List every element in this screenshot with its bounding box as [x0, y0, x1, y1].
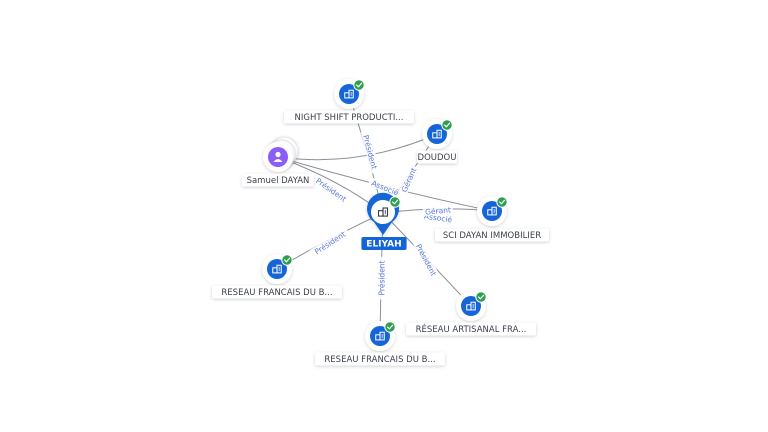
building-icon: [375, 331, 385, 341]
node-label-bg: [212, 285, 342, 299]
edge-label-text: Président: [361, 134, 379, 170]
edge-label: Président: [377, 256, 387, 300]
edge-label-text: Gérant: [400, 166, 419, 193]
edge-label-bg: [412, 238, 441, 281]
company-node[interactable]: SCI DAYAN IMMOBILIER: [435, 196, 549, 242]
edge-label-text: Président: [378, 260, 387, 295]
node-label: RÉSEAU ARTISANAL FRA...: [406, 322, 536, 336]
edge-label-text: Gérant: [425, 205, 452, 216]
edge-label: Président: [360, 130, 381, 174]
node-label-text: RÉSEAU ARTISANAL FRA...: [416, 323, 527, 335]
verified-check-icon: [475, 291, 487, 303]
edge-label-bg: [377, 256, 386, 300]
node-label-bg: [242, 173, 314, 187]
edge-label-text: Président: [414, 242, 438, 277]
verified-check-icon: [441, 119, 453, 131]
building-icon: [344, 89, 354, 99]
edge-label-text: Président: [313, 230, 347, 257]
node-label-text: RESEAU FRANCAIS DU B...: [324, 355, 435, 365]
company-node[interactable]: DOUDOU: [417, 119, 457, 164]
node-label-text: DOUDOU: [418, 153, 457, 163]
edge-label: Président: [311, 173, 352, 206]
node-label: Samuel DAYAN: [242, 173, 314, 187]
building-icon: [466, 301, 476, 311]
edge-label: Président: [412, 238, 441, 281]
node-label: DOUDOU: [417, 150, 457, 164]
node-label-text: SCI DAYAN IMMOBILIER: [443, 231, 541, 241]
verified-check-icon: [353, 79, 365, 91]
node-label-text: NIGHT SHIFT PRODUCTI...: [295, 113, 404, 123]
center-label-bg: [361, 237, 407, 250]
node-label-bg: [284, 110, 414, 124]
verified-check-icon: [281, 254, 293, 266]
company-node[interactable]: RESEAU FRANCAIS DU B...: [315, 321, 445, 366]
edge-label: Président: [309, 227, 351, 258]
node-label-text: RESEAU FRANCAIS DU B...: [221, 288, 332, 298]
center-label-text: ELIYAH: [366, 240, 401, 250]
edge-label-bg: [398, 164, 419, 196]
building-icon: [377, 207, 389, 217]
node-label-bg: [406, 322, 536, 336]
edge-label-bg: [422, 204, 454, 217]
verified-check-icon: [389, 196, 401, 208]
node-label-text: Samuel DAYAN: [247, 176, 310, 186]
building-icon: [487, 206, 497, 216]
node-label: RESEAU FRANCAIS DU B...: [212, 285, 342, 299]
edge-line: [277, 133, 438, 161]
node-label: SCI DAYAN IMMOBILIER: [435, 228, 549, 242]
center-node[interactable]: ELIYAH: [361, 192, 407, 250]
building-icon: [272, 264, 282, 274]
edge-label-bg: [309, 227, 351, 258]
node-label: NIGHT SHIFT PRODUCTI...: [284, 110, 414, 124]
edge-label-bg: [367, 176, 403, 199]
verified-check-icon: [496, 196, 508, 208]
nodes-layer: NIGHT SHIFT PRODUCTI... DOUDOU Samuel DAYA…: [212, 79, 549, 366]
verified-check-icon: [384, 321, 396, 333]
node-label-bg: [315, 352, 445, 366]
edge-label: Gérant: [422, 204, 454, 217]
person-icon: [273, 151, 283, 162]
node-label-bg: [417, 150, 457, 164]
person-node[interactable]: Samuel DAYAN: [242, 136, 314, 187]
edge-label-bg: [360, 130, 381, 174]
company-node[interactable]: NIGHT SHIFT PRODUCTI...: [284, 79, 414, 124]
company-node[interactable]: RESEAU FRANCAIS DU B...: [212, 254, 342, 299]
edge-label-bg: [311, 173, 352, 206]
center-label: ELIYAH: [361, 237, 407, 250]
node-label: RESEAU FRANCAIS DU B...: [315, 352, 445, 366]
building-icon: [432, 129, 442, 139]
node-label-bg: [435, 228, 549, 242]
company-node[interactable]: RÉSEAU ARTISANAL FRA...: [406, 291, 536, 336]
